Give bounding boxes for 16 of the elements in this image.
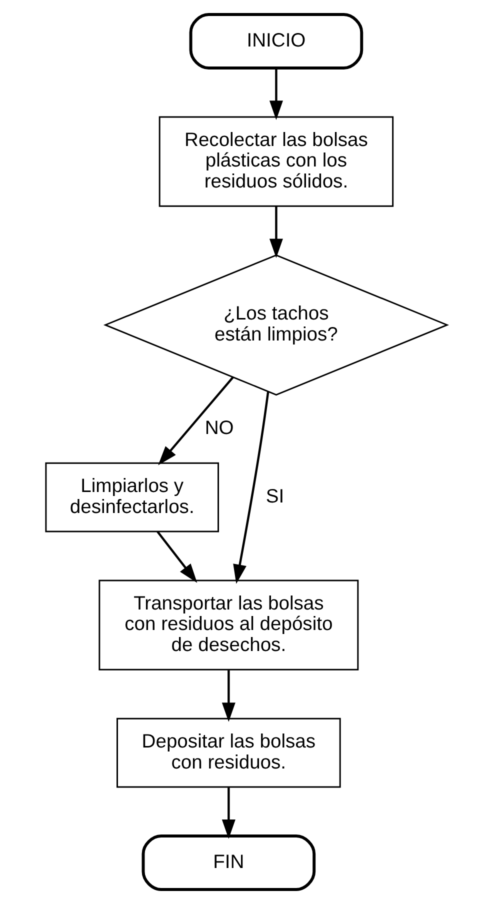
node-box: Depositar las bolsas con residuos. [116,718,341,788]
arrow [222,670,236,722]
node-box: FIN [142,834,316,891]
arrow [233,391,270,584]
edge-label: SI [266,486,284,508]
arrow [222,788,236,839]
edge-label: NO [204,418,234,440]
arrow [158,376,234,466]
node-box: Limpiarlos y desinfectarlos. [45,462,220,532]
node-box: INICIO [189,13,364,70]
arrow [269,68,283,120]
arrow [156,530,198,583]
node-box: Transportar las bolsas con residuos al depósito de desechos. [98,580,359,670]
node-diamond: ¿Los tachos están limpios? [103,254,450,396]
node-box: Recolectar las bolsas plásticas con los residuos sólidos. [158,116,394,207]
arrow [269,206,283,258]
